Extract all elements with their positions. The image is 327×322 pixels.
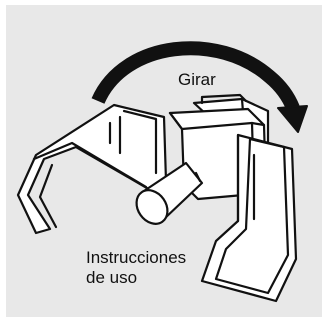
right-arm	[200, 133, 298, 303]
clip-illustration	[16, 41, 308, 303]
rotate-label: Girar	[178, 70, 216, 89]
instructions-label-line2: de uso	[86, 267, 138, 287]
rotation-arrow	[91, 41, 308, 133]
instructions-label: Instrucciones de uso	[86, 248, 186, 287]
cylindrical-pin	[135, 161, 204, 225]
diagram-panel: Girar Instrucciones de uso	[6, 5, 322, 317]
left-arm	[16, 103, 168, 235]
instructions-label-line1: Instrucciones	[86, 248, 187, 267]
